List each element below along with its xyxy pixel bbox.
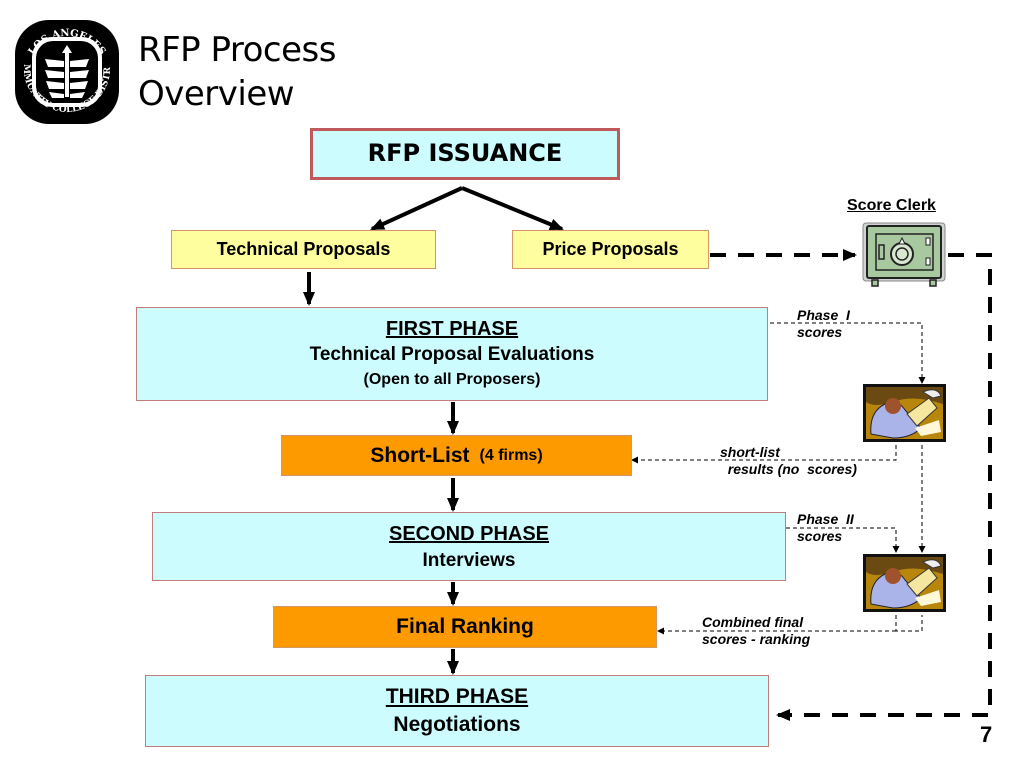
third-phase-line1: Negotiations (393, 713, 521, 736)
phase1-scores-note: Phase I scores (797, 307, 850, 340)
third-phase-heading: THIRD PHASE (385, 685, 529, 708)
short-list-box: Short-List (4 firms) (281, 435, 632, 476)
person-writing-icon (863, 384, 946, 442)
second-phase-box: SECOND PHASE Interviews (152, 512, 786, 581)
third-phase-box: THIRD PHASE Negotiations (145, 675, 769, 747)
price-proposals-label: Price Proposals (542, 239, 679, 259)
first-phase-heading: FIRST PHASE (385, 318, 519, 340)
issuance-split-arrows (370, 186, 564, 231)
person-writing-icon (863, 554, 946, 612)
score-clerk-label: Score Clerk (847, 197, 936, 214)
page-number: 7 (980, 722, 993, 747)
first-phase-line1: Technical Proposal Evaluations (309, 344, 595, 365)
short-list-label: Short-List (370, 443, 470, 467)
title-line-1: RFP Process (138, 30, 336, 70)
short-list-detail: (4 firms) (479, 446, 543, 464)
price-proposals-box: Price Proposals (512, 230, 709, 269)
technical-proposals-label: Technical Proposals (216, 239, 391, 259)
rfp-issuance-box: RFP ISSUANCE (310, 128, 620, 180)
first-phase-line2: (Open to all Proposers) (363, 371, 541, 388)
final-ranking-box: Final Ranking (273, 606, 657, 648)
score-notes-paths (631, 322, 926, 635)
college-seal-logo: LOS ANGELES COMMUNITY COLLEGE DISTRICT (8, 10, 122, 127)
combined-final-note: Combined final scores - ranking (702, 614, 811, 647)
technical-proposals-box: Technical Proposals (171, 230, 436, 269)
phase2-scores-note: Phase II scores (797, 511, 854, 544)
safe-icon (862, 222, 946, 288)
second-phase-heading: SECOND PHASE (388, 522, 550, 545)
first-phase-box: FIRST PHASE Technical Proposal Evaluatio… (136, 307, 768, 401)
score-clerk-path (710, 249, 992, 721)
slide-title: RFP Process Overview (138, 28, 336, 116)
college-seal-icon: LOS ANGELES COMMUNITY COLLEGE DISTRICT (8, 10, 119, 124)
rfp-issuance-label: RFP ISSUANCE (367, 139, 563, 167)
title-line-2: Overview (138, 74, 295, 114)
main-flow-arrows (303, 272, 459, 675)
second-phase-line1: Interviews (422, 549, 516, 571)
short-list-results-note: short-list results (no scores) (720, 444, 857, 477)
final-ranking-label: Final Ranking (396, 615, 534, 638)
